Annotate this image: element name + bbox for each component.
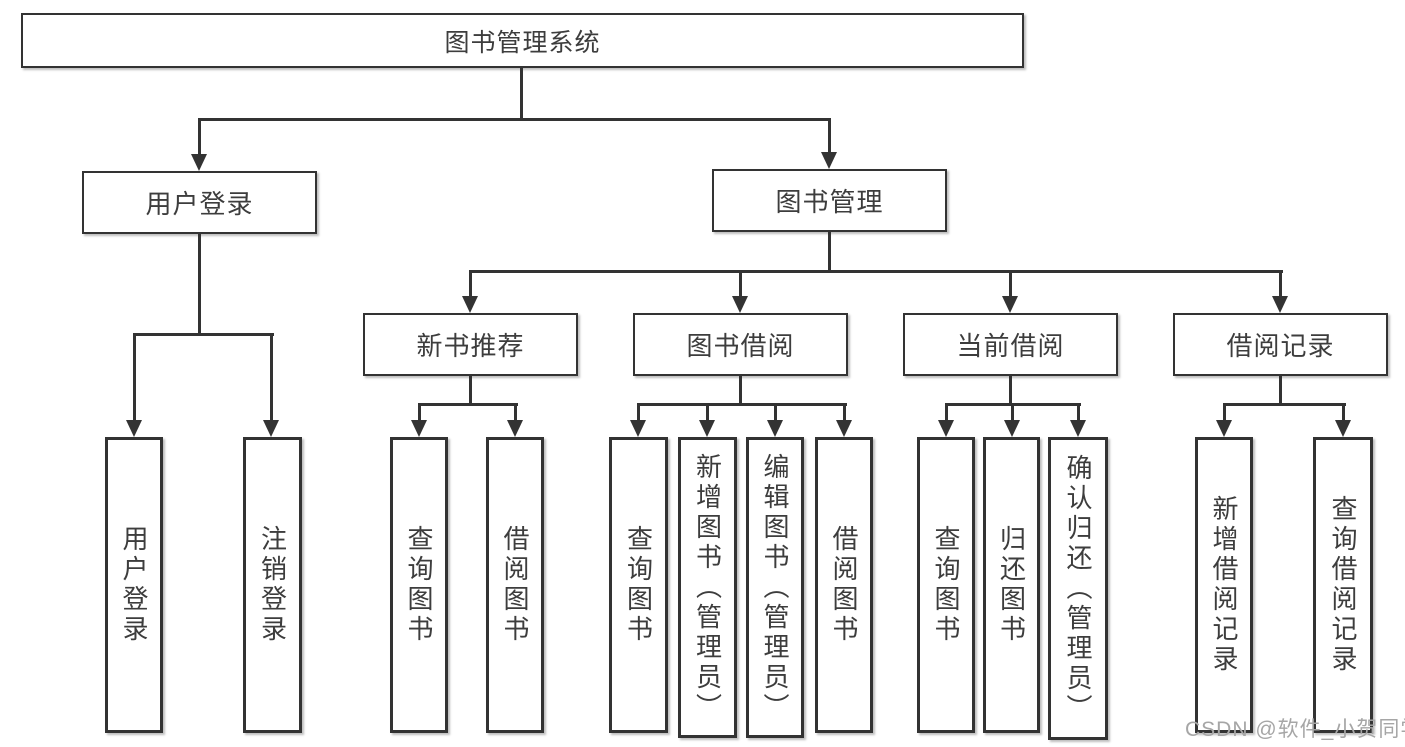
connector-drop [945,403,948,422]
arrowhead-down-icon [1002,296,1018,313]
arrowhead-down-icon [732,296,748,313]
connector-drop-current-borrowing [1009,270,1012,297]
node-borrow-records: 借阅记录 [1173,313,1388,376]
arrowhead-down-icon [1004,420,1020,437]
node-user-login-label: 用户登录 [145,189,254,219]
connector-current-borrowing-stem [1009,376,1012,406]
arrowhead-down-icon [1216,420,1232,437]
leaf-query-books-borrowing-label: 查询图书 [623,525,654,645]
node-current-borrowing: 当前借阅 [903,313,1118,376]
leaf-query-books-borrowing: 查询图书 [609,437,668,733]
connector-drop-book-borrowing [739,270,742,297]
node-new-book-recommend: 新书推荐 [363,313,578,376]
node-user-login: 用户登录 [82,171,317,234]
node-root-label: 图书管理系统 [444,28,601,57]
leaf-add-books-admin-label: 新增图书（管理员） [692,452,723,723]
leaf-borrow-books-borrowing: 借阅图书 [815,437,873,733]
connector-drop [1342,403,1345,422]
node-root: 图书管理系统 [21,13,1024,68]
leaf-query-borrow-record: 查询借阅记录 [1313,437,1373,733]
arrowhead-down-icon [821,152,837,169]
leaf-add-borrow-record-label: 新增借阅记录 [1209,495,1239,675]
leaf-edit-books-admin-label: 编辑图书（管理员） [760,452,790,723]
connector-drop [514,403,517,422]
arrowhead-down-icon [263,420,279,437]
connector-user-login-stem [198,234,201,336]
arrowhead-down-icon [938,420,954,437]
watermark: CSDN @软件_小贺同学 [1185,718,1405,741]
connector-new-book-bus [418,403,518,406]
connector-drop-user-login [198,118,201,154]
arrowhead-down-icon [126,420,142,437]
arrowhead-down-icon [191,154,207,171]
arrowhead-down-icon [699,420,715,437]
leaf-confirm-return-admin: 确认归还（管理员） [1048,437,1108,740]
node-current-borrowing-label: 当前借阅 [956,331,1065,361]
arrowhead-down-icon [507,420,523,437]
connector-new-book-stem [469,376,472,406]
connector-book-borrowing-stem [739,376,742,406]
node-borrow-records-label: 借阅记录 [1226,331,1335,361]
connector-drop [1077,403,1080,422]
node-book-management: 图书管理 [712,169,947,232]
arrowhead-down-icon [767,420,783,437]
connector-drop [637,403,640,422]
arrowhead-down-icon [836,420,852,437]
node-book-borrowing-label: 图书借阅 [686,331,795,361]
connector-drop [418,403,421,422]
leaf-query-books-current: 查询图书 [917,437,975,733]
connector-book-mgmt-stem [828,232,831,273]
connector-drop-logout-leaf [270,333,273,420]
connector-drop-new-book [469,270,472,297]
leaf-query-books-recommend: 查询图书 [390,437,448,733]
arrowhead-down-icon [411,420,427,437]
connector-drop [706,403,709,422]
connector-drop [774,403,777,422]
arrowhead-down-icon [1272,296,1288,313]
leaf-confirm-return-admin-label: 确认归还（管理员） [1063,453,1093,724]
leaf-add-borrow-record: 新增借阅记录 [1195,437,1253,733]
connector-root-stem [520,68,523,120]
leaf-return-books-label: 归还图书 [996,525,1027,645]
leaf-borrow-books-borrowing-label: 借阅图书 [829,525,859,645]
connector-drop [843,403,846,422]
leaf-query-books-recommend-label: 查询图书 [404,525,434,645]
connector-drop [1011,403,1014,422]
leaf-logout-label: 注销登录 [257,525,288,645]
leaf-return-books: 归还图书 [983,437,1040,733]
leaf-edit-books-admin: 编辑图书（管理员） [746,437,804,738]
connector-book-mgmt-bus [469,270,1283,273]
node-book-borrowing: 图书借阅 [633,313,848,376]
leaf-query-borrow-record-label: 查询借阅记录 [1328,495,1358,675]
arrowhead-down-icon [1335,420,1351,437]
leaf-add-books-admin: 新增图书（管理员） [678,437,737,738]
connector-book-borrowing-bus [637,403,847,406]
connector-user-login-bus [133,333,274,336]
connector-drop [1223,403,1226,422]
connector-borrow-records-bus [1223,403,1346,406]
connector-drop-login-leaf [133,333,136,420]
connector-borrow-records-stem [1279,376,1282,406]
arrowhead-down-icon [1070,420,1086,437]
leaf-borrow-books-recommend-label: 借阅图书 [500,525,530,645]
connector-root-bus [198,118,831,121]
connector-drop-borrow-records [1279,270,1282,297]
leaf-borrow-books-recommend: 借阅图书 [486,437,544,733]
leaf-query-books-current-label: 查询图书 [931,525,961,645]
connector-drop-book-management [828,118,831,152]
node-new-book-recommend-label: 新书推荐 [416,331,525,361]
leaf-user-login-label: 用户登录 [119,525,149,645]
arrowhead-down-icon [630,420,646,437]
arrowhead-down-icon [462,296,478,313]
leaf-user-login: 用户登录 [105,437,163,733]
node-book-management-label: 图书管理 [775,187,884,217]
leaf-logout: 注销登录 [243,437,302,733]
